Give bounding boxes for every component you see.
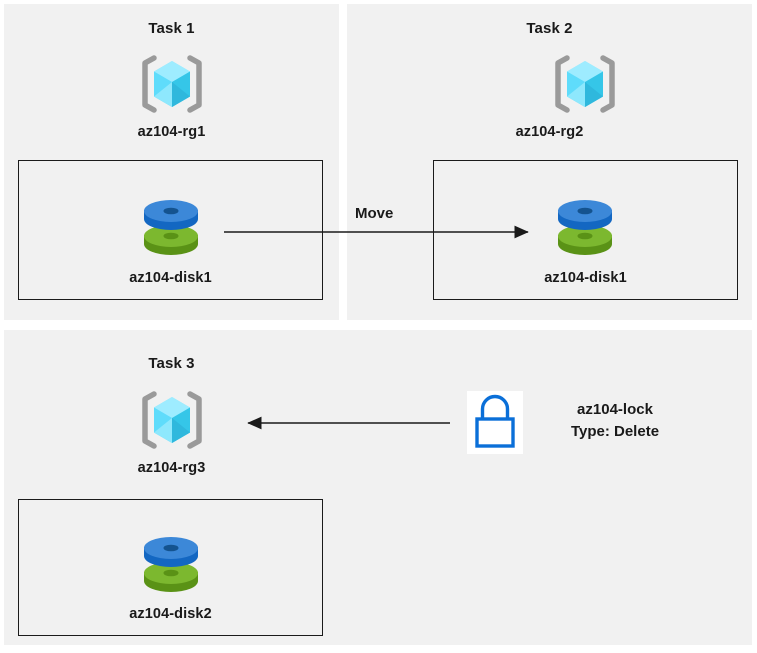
- azure-resource-group-icon: [140, 54, 204, 114]
- lock-type-label: Type: Delete: [570, 423, 660, 440]
- task3-title: Task 3: [148, 355, 195, 372]
- az104-rg1-label: az104-rg1: [137, 124, 206, 140]
- az104-rg3-label: az104-rg3: [137, 460, 206, 476]
- azure-resource-group-icon: [140, 390, 204, 450]
- azure-resource-group-icon: [553, 54, 617, 114]
- lock-icon: [467, 391, 523, 454]
- az104-disk2-label: az104-disk2: [129, 606, 212, 622]
- lock-name-label: az104-lock: [577, 401, 653, 418]
- az104-disk1-label-task2: az104-disk1: [544, 270, 627, 286]
- task2-resource-box: [433, 160, 738, 300]
- panel-task2: [347, 4, 752, 320]
- azure-managed-disk-icon: [138, 534, 204, 596]
- task1-title: Task 1: [148, 20, 195, 37]
- azure-managed-disk-icon: [138, 197, 204, 259]
- task2-title: Task 2: [526, 20, 573, 37]
- panel-task3: [4, 330, 752, 645]
- az104-disk1-label-task1: az104-disk1: [129, 270, 212, 286]
- task3-resource-box: [18, 499, 323, 636]
- move-arrow-label: Move: [355, 205, 394, 222]
- az104-rg2-label: az104-rg2: [515, 124, 584, 140]
- task1-resource-box: [18, 160, 323, 300]
- panel-task1: [4, 4, 339, 320]
- azure-managed-disk-icon: [552, 197, 618, 259]
